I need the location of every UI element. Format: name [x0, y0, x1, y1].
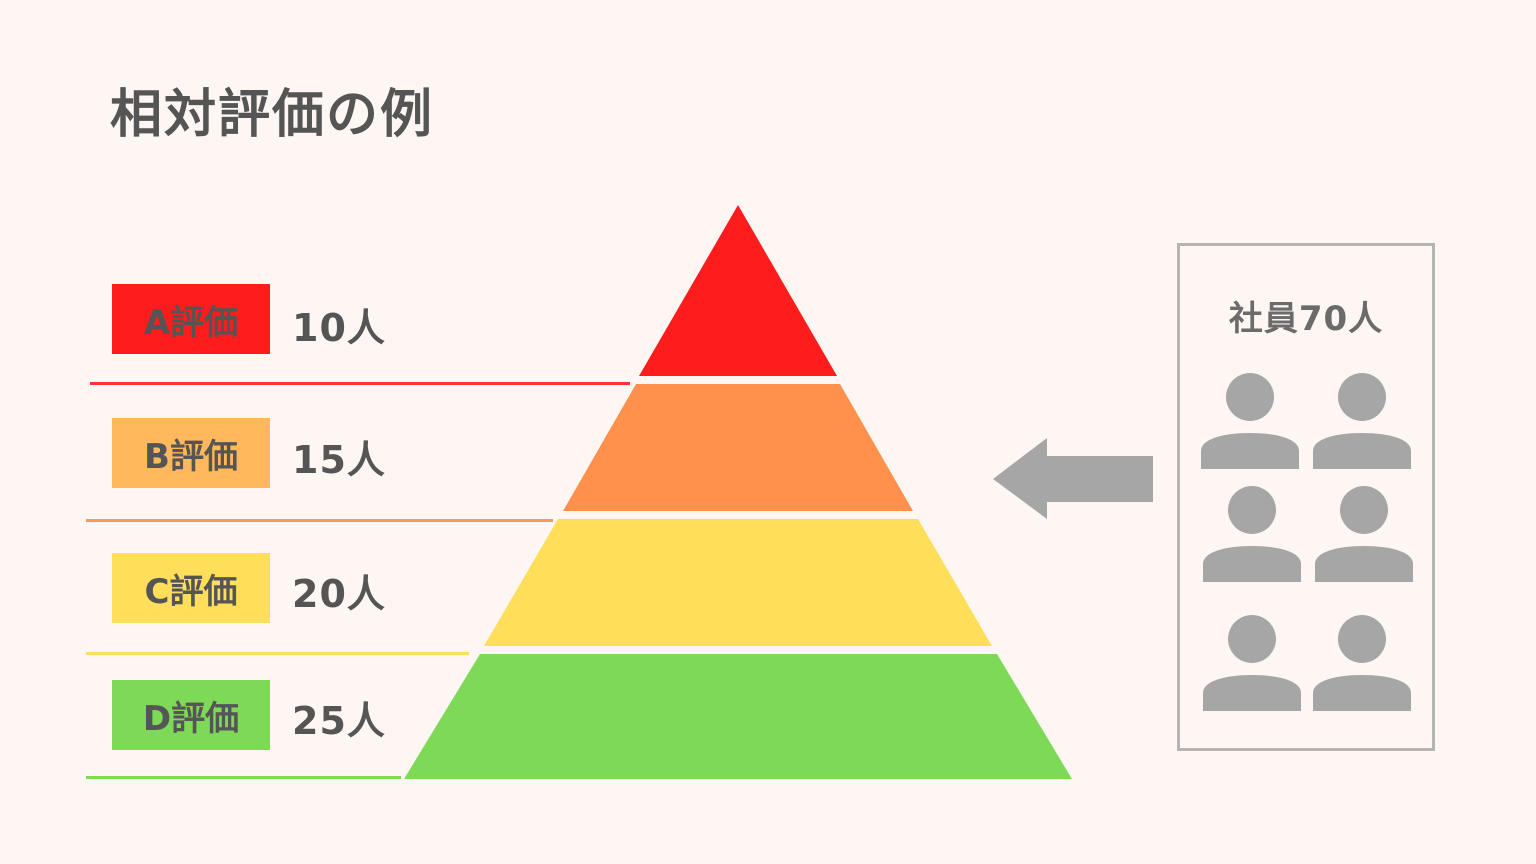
pyramid-segment-d	[404, 654, 1072, 779]
employee-count-label: 社員70人	[1228, 299, 1384, 339]
tier-divider-c	[86, 652, 469, 655]
page-title: 相対評価の例	[110, 85, 435, 145]
tier-divider-a	[90, 382, 630, 385]
tier-label-a: A評価	[112, 284, 270, 354]
person-icon	[1315, 486, 1413, 582]
pyramid-segment-b	[563, 384, 913, 511]
left-arrow-icon	[993, 438, 1153, 519]
person-icon	[1201, 373, 1299, 469]
tier-label-b: B評価	[112, 418, 270, 488]
person-icon	[1313, 373, 1411, 469]
tier-count-b: 15人	[292, 437, 386, 482]
tier-divider-d	[86, 776, 401, 779]
tier-label-c: C評価	[112, 553, 270, 623]
tier-count-c: 20人	[292, 571, 386, 616]
person-icon	[1203, 486, 1301, 582]
tier-label-d: D評価	[112, 680, 270, 750]
tier-count-d: 25人	[292, 698, 386, 743]
pyramid-segment-a	[639, 205, 837, 376]
tier-count-a: 10人	[292, 305, 386, 350]
tier-divider-b	[86, 519, 553, 522]
person-icon	[1203, 615, 1301, 711]
person-icon	[1313, 615, 1411, 711]
pyramid-segment-c	[484, 519, 992, 646]
employee-box: 社員70人	[1177, 243, 1435, 751]
